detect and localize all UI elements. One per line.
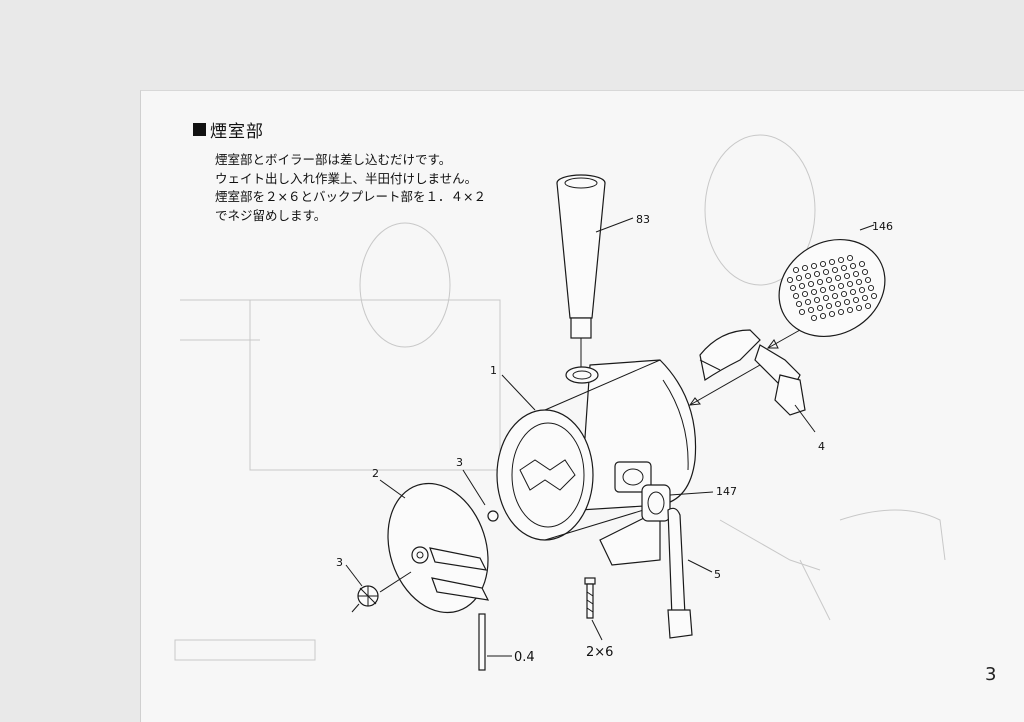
perforation-hole bbox=[810, 314, 818, 322]
perforation-hole bbox=[810, 262, 818, 270]
label-0-4: 0.4 bbox=[514, 650, 535, 665]
perforation-hole bbox=[819, 286, 827, 294]
part-5-pipe bbox=[667, 507, 713, 639]
part-83-chimney bbox=[556, 174, 634, 372]
perforation-hole bbox=[828, 284, 836, 292]
perforation-hole bbox=[852, 270, 860, 278]
perforation-hole bbox=[825, 302, 833, 310]
perforation-hole bbox=[864, 302, 872, 310]
section-title: 煙室部 bbox=[210, 122, 264, 142]
label-1: 1 bbox=[490, 364, 497, 377]
perforation-hole bbox=[855, 278, 863, 286]
perforation-hole bbox=[849, 288, 857, 296]
perforation-hole bbox=[816, 278, 824, 286]
label-5: 5 bbox=[714, 568, 721, 581]
label-146: 146 bbox=[872, 220, 893, 233]
perforation-hole bbox=[870, 292, 878, 300]
perforation-hole bbox=[804, 272, 812, 280]
section-heading: 煙室部 bbox=[193, 117, 264, 142]
perforation-hole bbox=[846, 306, 854, 314]
perforation-hole bbox=[801, 290, 809, 298]
perforation-hole bbox=[843, 298, 851, 306]
perforation-hole bbox=[858, 260, 866, 268]
label-83: 83 bbox=[636, 213, 650, 226]
perforation-hole bbox=[819, 260, 827, 268]
part-1-smokebox bbox=[496, 359, 697, 566]
perforation-hole bbox=[804, 298, 812, 306]
perforation-hole bbox=[834, 300, 842, 308]
bullet-square-icon bbox=[193, 123, 206, 136]
part-147-gasket bbox=[641, 484, 714, 522]
perforation-hole bbox=[819, 312, 827, 320]
part-4-blower-pipe bbox=[688, 329, 816, 433]
part-146-perforated-plate bbox=[767, 224, 886, 349]
perforation-hole bbox=[822, 268, 830, 276]
perforation-hole bbox=[807, 306, 815, 314]
perforation-hole bbox=[795, 274, 803, 282]
perforation-hole bbox=[801, 264, 809, 272]
perforation-hole bbox=[813, 296, 821, 304]
perforation-hole bbox=[837, 282, 845, 290]
perforation-hole bbox=[840, 290, 848, 298]
perforation-hole bbox=[816, 304, 824, 312]
perforation-hole bbox=[861, 294, 869, 302]
perforation-hole bbox=[813, 270, 821, 278]
perforation-hole bbox=[852, 296, 860, 304]
perforation-hole bbox=[798, 308, 806, 316]
perforation-hole bbox=[861, 268, 869, 276]
perforation-hole bbox=[789, 284, 797, 292]
perforation-hole bbox=[792, 292, 800, 300]
perforation-hole bbox=[825, 276, 833, 284]
part-3-handwheel bbox=[345, 469, 499, 613]
perforation-hole bbox=[849, 262, 857, 270]
perforation-hole bbox=[810, 288, 818, 296]
instruction-line-2: ウェイト出し入れ作業上、半田付けしません。 bbox=[215, 170, 478, 186]
perforation-hole bbox=[864, 276, 872, 284]
perforation-hole bbox=[843, 272, 851, 280]
perforation-hole bbox=[798, 282, 806, 290]
perforation-hole bbox=[858, 286, 866, 294]
part-rod-and-screw bbox=[478, 577, 603, 671]
instruction-text: 煙室部とボイラー部は差し込むだけです。 ウェイト出し入れ作業上、半田付けしません… bbox=[215, 151, 486, 225]
show-through-ghost bbox=[174, 134, 946, 661]
instruction-line-1: 煙室部とボイラー部は差し込むだけです。 bbox=[215, 152, 452, 167]
perforation-hole bbox=[846, 280, 854, 288]
perforation-hole bbox=[837, 308, 845, 316]
perforation-hole bbox=[855, 304, 863, 312]
perforation-hole bbox=[828, 310, 836, 318]
perforation-hole bbox=[807, 280, 815, 288]
perforation-hole bbox=[867, 284, 875, 292]
part-2-back-plate bbox=[379, 479, 490, 614]
perforation-hole bbox=[828, 258, 836, 266]
instruction-line-4: でネジ留めします。 bbox=[215, 207, 327, 223]
perforation-hole bbox=[831, 292, 839, 300]
perforation-hole bbox=[822, 294, 830, 302]
perforation-hole bbox=[837, 256, 845, 264]
perforation-hole bbox=[831, 266, 839, 274]
perforation-hole bbox=[834, 274, 842, 282]
perforation-hole bbox=[792, 266, 800, 274]
label-3-upper: 3 bbox=[456, 456, 463, 469]
perforation-hole bbox=[795, 300, 803, 308]
perforation-hole bbox=[786, 276, 794, 284]
instruction-line-3: 煙室部を２×６とバックプレート部を１．４×２ bbox=[215, 189, 486, 204]
label-2: 2 bbox=[372, 467, 379, 480]
label-2x6: 2×6 bbox=[586, 645, 613, 660]
perforation-hole bbox=[846, 254, 854, 262]
perforation-hole bbox=[840, 264, 848, 272]
page-number: 3 bbox=[985, 664, 997, 685]
label-147: 147 bbox=[716, 485, 737, 498]
label-3-lower: 3 bbox=[336, 556, 343, 569]
label-4: 4 bbox=[818, 440, 825, 453]
